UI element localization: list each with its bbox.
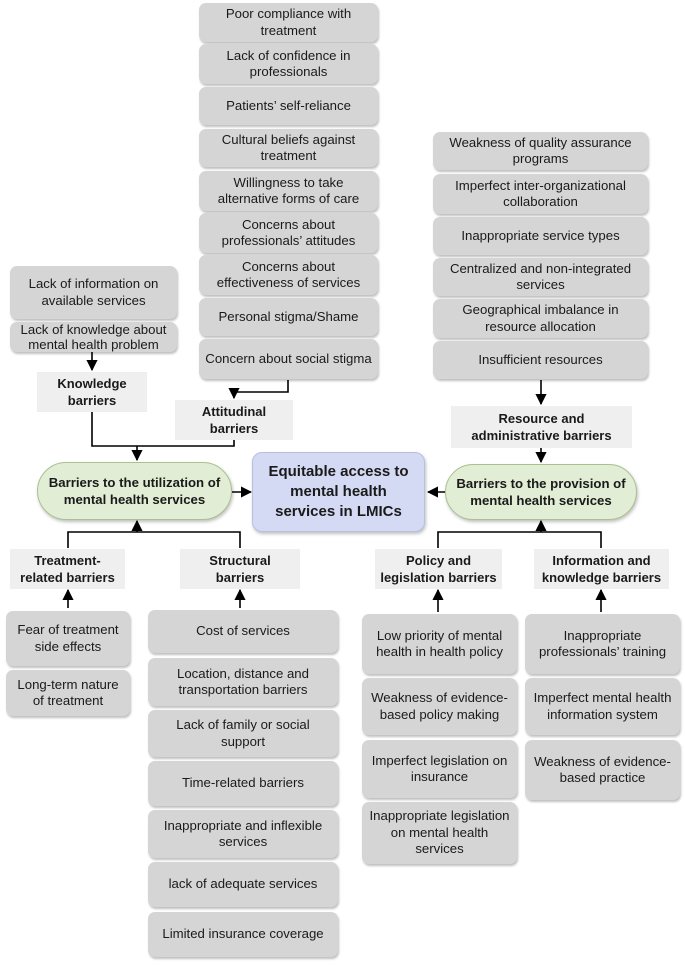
- attitudinal-item: Concern about social stigma: [199, 339, 378, 379]
- resource-administrative-barriers-label: Resource and administrative barriers: [451, 406, 632, 448]
- resource-item: Insufficient resources: [433, 341, 648, 379]
- attitudinal-item: Concerns about professionals’ attitudes: [199, 213, 378, 253]
- treatment-item: Fear of treatment side effects: [6, 611, 130, 666]
- knowledge-item: Lack of information on available service…: [10, 266, 177, 319]
- structural-item: Location, distance and transportation ba…: [148, 658, 338, 706]
- policy-legislation-barriers-label: Policy and legislation barriers: [375, 549, 502, 589]
- attitudinal-item: Cultural beliefs against treatment: [199, 129, 378, 167]
- resource-item: Weakness of quality assurance programs: [433, 132, 648, 170]
- structural-item: lack of adequate services: [148, 862, 338, 907]
- utilization-barriers-node: Barriers to the utilization of mental he…: [37, 462, 232, 520]
- arrow-attitudinal: [228, 380, 289, 400]
- join-bottom-right: [437, 531, 602, 548]
- attitudinal-item: Willingness to take alternative forms of…: [199, 171, 378, 211]
- attitudinal-item: Patients’ self-reliance: [199, 87, 378, 125]
- attitudinal-item: Personal stigma/Shame: [199, 298, 378, 336]
- policy-item: Weakness of evidence-based policy making: [362, 678, 517, 735]
- knowledge-item: Lack of knowledge about mental health pr…: [10, 322, 177, 352]
- policy-item: Low priority of mental health in health …: [362, 614, 517, 674]
- attitudinal-item: Concerns about effectiveness of services: [199, 255, 378, 295]
- structural-item: Limited insurance coverage: [148, 912, 338, 957]
- information-item: Imperfect mental health information syst…: [525, 678, 680, 735]
- policy-item: Imperfect legislation on insurance: [362, 740, 517, 798]
- information-item: Inappropriate professionals’ training: [525, 614, 680, 674]
- structural-item: Cost of services: [148, 610, 338, 653]
- attitudinal-item: Lack of confidence in professionals: [199, 44, 378, 84]
- structural-barriers-label: Structural barriers: [180, 549, 300, 589]
- resource-item: Centralized and non-integrated services: [433, 258, 648, 296]
- join-bottom-left: [67, 531, 241, 548]
- information-knowledge-barriers-label: Information and knowledge barriers: [534, 549, 669, 589]
- information-item: Weakness of evidence-based practice: [525, 740, 680, 800]
- central-goal-node: Equitable access to mental health servic…: [252, 452, 425, 532]
- attitudinal-barriers-label: Attitudinal barriers: [175, 400, 293, 440]
- knowledge-barriers-label: Knowledge barriers: [37, 372, 147, 412]
- attitudinal-item: Poor compliance with treatment: [199, 3, 378, 42]
- resource-item: Geographical imbalance in resource alloc…: [433, 299, 648, 338]
- policy-item: Inappropriate legislation on mental heal…: [362, 802, 517, 864]
- treatment-item: Long-term nature of treatment: [6, 670, 130, 716]
- structural-item: Inappropriate and inflexible services: [148, 810, 338, 858]
- structural-item: Time-related barriers: [148, 761, 338, 806]
- resource-item: Imperfect inter-organizational collabora…: [433, 174, 648, 214]
- structural-item: Lack of family or social support: [148, 710, 338, 757]
- resource-item: Inappropriate service types: [433, 217, 648, 255]
- provision-barriers-node: Barriers to the provision of mental heal…: [445, 464, 637, 520]
- treatment-related-barriers-label: Treatment-related barriers: [10, 549, 125, 589]
